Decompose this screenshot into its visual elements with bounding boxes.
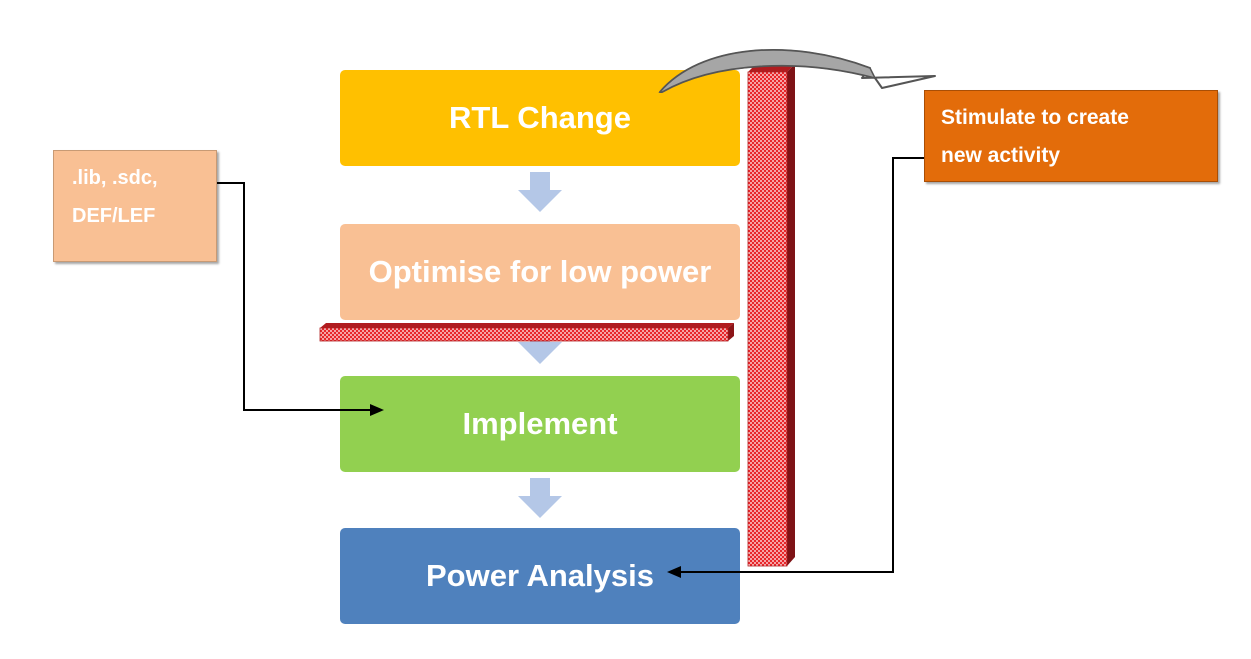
inputs-note-line-2: DEF/LEF [72,205,156,227]
stimulus-note-line-2: new activity [941,144,1061,167]
curved-arrow [658,49,936,93]
vertical-barrier [747,64,795,567]
inputs-connector [217,182,384,416]
stage-implement-label: Implement [462,406,618,441]
stimulus-connector [667,157,924,578]
stage-power-analysis: Power Analysis [340,528,740,624]
horizontal-barrier [319,323,734,342]
stage-rtl-change-label: RTL Change [449,100,631,135]
stimulus-note: Stimulate to create new activity [924,90,1218,182]
stage-optimise: Optimise for low power [340,224,740,320]
flow-arrow-2 [518,326,562,364]
flow-arrow-1 [518,172,562,212]
inputs-note: .lib, .sdc, DEF/LEF [53,150,217,262]
stage-power-analysis-label: Power Analysis [425,558,654,593]
stage-implement: Implement [340,376,740,472]
stage-optimise-label: Optimise for low power [368,254,712,289]
flow-arrow-3 [518,478,562,518]
stimulus-note-line-1: Stimulate to create [941,106,1129,129]
inputs-note-line-1: .lib, .sdc, [72,167,158,189]
